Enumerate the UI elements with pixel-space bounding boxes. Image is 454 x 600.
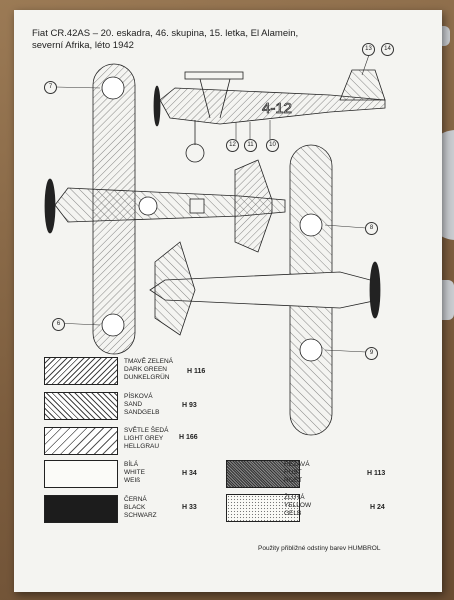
callout-8: 8 [365,222,378,235]
side-tail [339,69,386,101]
swatch-light-grey [44,427,118,455]
color-code-light-grey: H 166 [179,434,198,441]
callout-12: 12 [226,139,239,152]
title-line-1: Fiat CR.42AS – 20. eskadra, 46. skupina,… [32,28,299,39]
color-code-dark-green: H 116 [187,368,206,375]
bottom-tailplane [154,241,196,336]
top-tailplane [234,159,273,253]
roundel-bottom-2 [299,338,323,362]
leader-lines [55,51,371,353]
paint-note: Použity přibližné odstíny barev HUMBROL [258,545,381,552]
top-view [44,63,286,355]
swatch-black [44,495,118,523]
color-name-white: BÍLÁ WHITE WEIß [124,461,145,484]
callout-14: 14 [381,43,394,56]
color-name-sand: PÍSKOVÁ SAND SANDGELB [124,393,160,416]
color-code-rust: H 113 [367,470,386,477]
callout-13: 13 [362,43,375,56]
fuselage-code: 4-12 [262,100,292,117]
title-line-2: severní Afrika, léto 1942 [32,40,134,51]
side-wheel [185,143,205,163]
top-cockpit [189,198,205,214]
color-name-black: ČERNÁ BLACK SCHWARZ [124,496,157,519]
callout-7: 7 [44,81,57,94]
color-code-sand: H 93 [182,402,197,409]
roundel-fuselage [138,196,158,216]
callout-11: 11 [244,139,257,152]
callout-6: 6 [52,318,65,331]
roundel-bottom-1 [299,213,323,237]
callout-9: 9 [365,347,378,360]
color-name-yellow: ŽLUTÁ YELLOW GELB [284,494,312,517]
color-code-yellow: H 24 [370,504,385,511]
side-upper-wing [184,71,244,80]
bottom-propeller [369,261,381,319]
side-view [153,69,386,163]
color-name-light-grey: SVĚTLE ŠEDÁ LIGHT GREY HELLGRAU [124,427,169,450]
roundel-top-2 [101,313,125,337]
color-code-black: H 33 [182,504,197,511]
color-code-white: H 34 [182,470,197,477]
side-strut-2 [219,78,231,119]
top-propeller [44,178,56,234]
callout-10: 10 [266,139,279,152]
side-fuselage [159,87,386,125]
page-title: Fiat CR.42AS – 20. eskadra, 46. skupina,… [32,28,298,52]
side-propeller [153,85,161,127]
top-fuselage [54,187,286,223]
color-name-rust: REZAVÁ RUST ROST [284,461,310,484]
swatch-rust [226,460,300,488]
swatch-dark-green [44,357,118,385]
swatch-yellow [226,494,300,522]
swatch-sand [44,392,118,420]
side-strut-1 [199,78,211,119]
bottom-view [149,144,381,436]
color-name-dark-green: TMAVĚ ZELENÁ DARK GREEN DUNKELGRÜN [124,358,174,381]
roundel-top-1 [101,76,125,100]
swatch-white [44,460,118,488]
